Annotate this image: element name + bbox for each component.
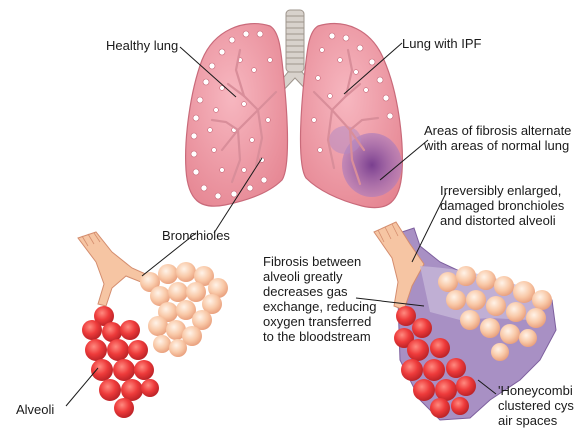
label-irreversibly-enlarged: Irreversibly enlarged, damaged bronchiol… [440,183,574,228]
label-bronchioles: Bronchioles [162,228,230,243]
label-alveoli: Alveoli [16,402,54,417]
peach-alveoli [140,262,228,357]
label-lung-with-ipf: Lung with IPF [402,36,482,51]
red-alveoli [82,306,159,418]
label-fibrosis-between-alveoli: Fibrosis between alveoli greatly decreas… [263,254,398,344]
healthy-alveoli-cluster [78,232,228,418]
healthy-lung [186,24,288,207]
label-healthy-lung: Healthy lung [106,38,178,53]
label-fibrosis-alternate: Areas of fibrosis alternate with areas o… [424,123,574,153]
label-honeycombing: 'Honeycombi clustered cys air spaces [498,383,574,428]
ipf-lung [301,24,403,208]
